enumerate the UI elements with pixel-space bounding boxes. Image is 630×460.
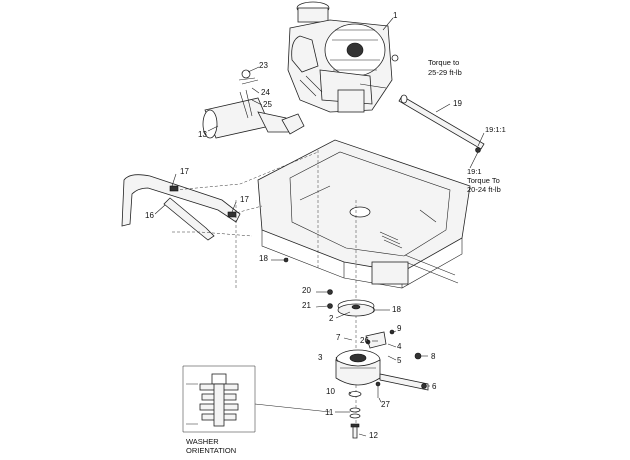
callout-18a: 18 [259,254,268,263]
callout-3: 3 [318,353,323,362]
callout-17b: 17 [240,195,249,204]
drive-shaft [398,94,485,153]
callout-25: 25 [263,100,272,109]
engine-assembly [287,1,399,113]
muffler [202,69,305,139]
washer-orientation-inset [182,365,331,433]
callout-2: 2 [329,314,334,323]
callout-17a: 17 [180,167,189,176]
callout-12: 12 [369,431,378,440]
handle-bar [121,151,319,241]
callout-16: 16 [145,211,154,220]
torque-note-2-line1: Torque To [467,176,500,185]
torque-note-1-line1: Torque to [428,58,459,67]
callout-11: 11 [325,408,334,417]
callout-23: 23 [259,61,268,70]
callout-20: 20 [302,286,311,295]
ratio-label-1: 19:1:1 [485,125,506,134]
torque-notes: Torque to 25-29 ft-lb 19:1:1 19:1 Torque… [186,58,506,455]
callout-24: 24 [261,88,270,97]
torque-note-1-line2: 25-29 ft-lb [428,68,462,77]
callout-13: 13 [198,130,207,139]
washer-orientation-line2: ORIENTATION [186,446,236,455]
chassis-frame [257,139,471,289]
callout-9: 9 [397,324,402,333]
callout-10: 10 [326,387,335,396]
callout-4: 4 [397,342,402,351]
torque-note-2-line2: 20-24 ft-lb [467,185,501,194]
washer-orientation-line1: WASHER [186,437,219,446]
callout-6: 6 [432,382,437,391]
callout-1: 1 [393,11,398,20]
callout-7: 7 [336,333,341,342]
callout-26: 26 [360,336,369,345]
ratio-label-2: 19:1 [467,167,482,176]
leader-lines [154,17,485,437]
pulley-clutch-stack [235,200,429,440]
callout-5: 5 [397,356,402,365]
callout-8: 8 [431,352,436,361]
callout-19: 19 [453,99,462,108]
callout-21: 21 [302,301,311,310]
callout-18b: 18 [392,305,401,314]
callout-27: 27 [381,400,390,409]
callout-labels: 1 23 24 25 13 19 17 17 16 18 20 21 18 2 … [145,11,462,440]
